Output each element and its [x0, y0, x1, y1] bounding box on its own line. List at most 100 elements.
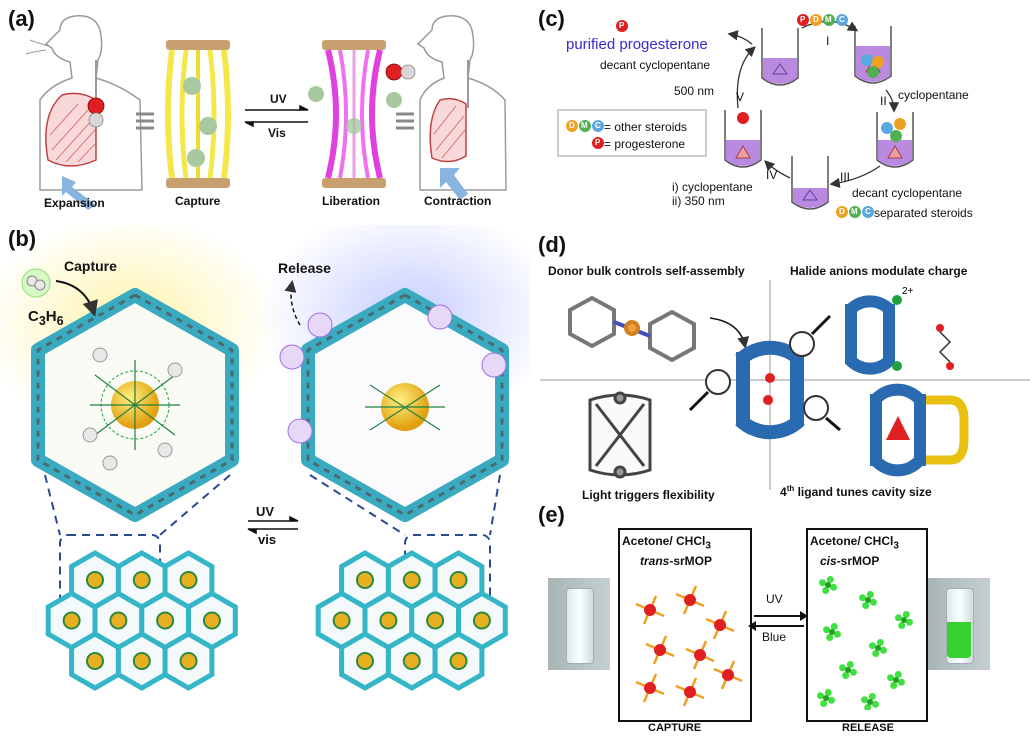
- released-sphere-icons: [308, 86, 402, 108]
- charge-2plus: 2+: [902, 286, 914, 297]
- label-release-e: RELEASE: [842, 722, 894, 734]
- cis-mop-unit: [839, 661, 857, 679]
- released-molecules: [279, 304, 507, 444]
- label-vis-a: Vis: [268, 126, 286, 140]
- cis-mop-dispersed: [817, 576, 913, 710]
- d-quadrant-1: Donor bulk controls self-assembly: [548, 264, 745, 278]
- lung-right-icon: [429, 97, 467, 163]
- label-500nm: 500 nm: [674, 84, 715, 98]
- lattice-core: [472, 611, 491, 630]
- donor-ligand-icon: [568, 295, 696, 363]
- cis-mop-unit: [887, 671, 905, 689]
- liberation-cage-icon: [322, 40, 386, 188]
- person-left-icon: [25, 15, 143, 191]
- label-step-II: II: [880, 94, 887, 108]
- vial-top-icon: [761, 28, 799, 86]
- label-uv-e: UV: [766, 592, 783, 606]
- lattice-core: [202, 611, 221, 630]
- label-capture-b: Capture: [64, 258, 117, 274]
- cis-mop-unit: [819, 576, 837, 594]
- trans-mop-unit: [635, 595, 665, 625]
- label-release-b: Release: [278, 260, 331, 276]
- trans-srmop-label: trans-srMOP: [640, 554, 713, 568]
- label-capture-a: Capture: [175, 194, 221, 208]
- solvent-left: Acetone/ CHCl3: [622, 534, 711, 552]
- arrow-step-IV: [764, 160, 791, 179]
- lattice-core: [356, 571, 374, 589]
- lattice-core: [62, 611, 81, 630]
- purified-progesterone: purified progesterone: [566, 36, 708, 53]
- lung-left-hatch: [49, 103, 96, 163]
- arrow-step-V: [736, 46, 756, 109]
- panel-c-illustration: [557, 14, 914, 218]
- lattice-core: [86, 652, 104, 670]
- lattice-core: [132, 652, 151, 670]
- step-iv-line2: ii) 350 nm: [672, 194, 725, 208]
- separated-steroids: separated steroids: [874, 206, 973, 220]
- panel-d-illustration: 4+ 2+: [540, 280, 1030, 490]
- co-molecule-right-icon: [385, 63, 416, 81]
- lattice-core: [449, 652, 468, 670]
- lung-left-icon: [45, 92, 97, 167]
- trans-mop-unit: [713, 660, 743, 690]
- label-step-I: I: [826, 34, 830, 48]
- arrow-step-III: [829, 165, 881, 189]
- equivalent-left-icon: [136, 112, 154, 130]
- vial-photo-right: [928, 578, 990, 670]
- contraction-arrow-icon: [440, 168, 468, 200]
- magnifier-icons: [705, 331, 829, 421]
- cis-mop-unit: [861, 693, 879, 710]
- lattice-core: [356, 652, 374, 670]
- capture-arrow-b: [55, 280, 98, 317]
- trans-mop-unit: [675, 677, 705, 707]
- label-cyclopentane: cyclopentane: [898, 88, 969, 102]
- legend-progesterone: = progesterone: [604, 137, 686, 151]
- label-liberation: Liberation: [322, 194, 381, 208]
- legend-box: [557, 109, 707, 157]
- panel-e-label: (e): [538, 502, 565, 527]
- legend-other-steroids: = other steroids: [604, 120, 688, 134]
- right-mop-core: [365, 383, 445, 431]
- trans-mop-network: [635, 585, 743, 707]
- cis-mop-unit: [869, 639, 887, 657]
- propylene-capture-icon: [21, 268, 51, 298]
- equivalent-right-icon: [396, 112, 414, 130]
- center-cage-icon: 4+: [735, 340, 814, 440]
- lattice-core: [86, 571, 104, 589]
- label-vis-b: vis: [258, 532, 277, 547]
- trans-mop-unit: [635, 673, 665, 703]
- left-mop-core: [90, 360, 180, 450]
- left-guest-molecules: [82, 347, 183, 471]
- label-expansion: Expansion: [44, 196, 105, 210]
- lattice-core: [179, 652, 198, 670]
- arrow-step-II: [885, 89, 900, 113]
- cis-mop-unit: [895, 611, 913, 629]
- step-iv-line1: i) cyclopentane: [672, 180, 753, 194]
- lung-right-hatch: [433, 105, 466, 159]
- lattice-core: [449, 571, 468, 589]
- co-molecule-left-icon: [87, 97, 105, 128]
- lattice-core: [426, 611, 445, 630]
- label-propylene: C3H6: [28, 308, 64, 328]
- cis-srmop-label: cis-srMOP: [820, 554, 880, 568]
- label-step-IV: IV: [766, 168, 778, 182]
- label-contraction: Contraction: [424, 194, 492, 208]
- decant-cyclopentane-2: decant cyclopentane: [852, 186, 963, 200]
- cis-mop-unit: [817, 689, 835, 707]
- lattice-core: [379, 611, 398, 630]
- panel-a-illustration: [25, 15, 507, 210]
- lattice-core: [179, 571, 198, 589]
- lattice-core: [402, 571, 421, 589]
- trans-mop-unit: [705, 610, 735, 640]
- flexible-cage-icon: [588, 391, 652, 479]
- label-uv-a: UV: [270, 92, 287, 106]
- panel-a-label: (a): [8, 6, 35, 31]
- label-uv-b: UV: [256, 504, 275, 519]
- release-arrow-b: [284, 280, 301, 326]
- panel-e-arrows: [748, 611, 808, 631]
- lattice-core: [402, 652, 421, 670]
- label-capture-e: CAPTURE: [648, 722, 702, 734]
- trans-mop-unit: [685, 640, 715, 670]
- b-uv-vis-arrows: [247, 515, 299, 535]
- lattice-core: [109, 611, 128, 630]
